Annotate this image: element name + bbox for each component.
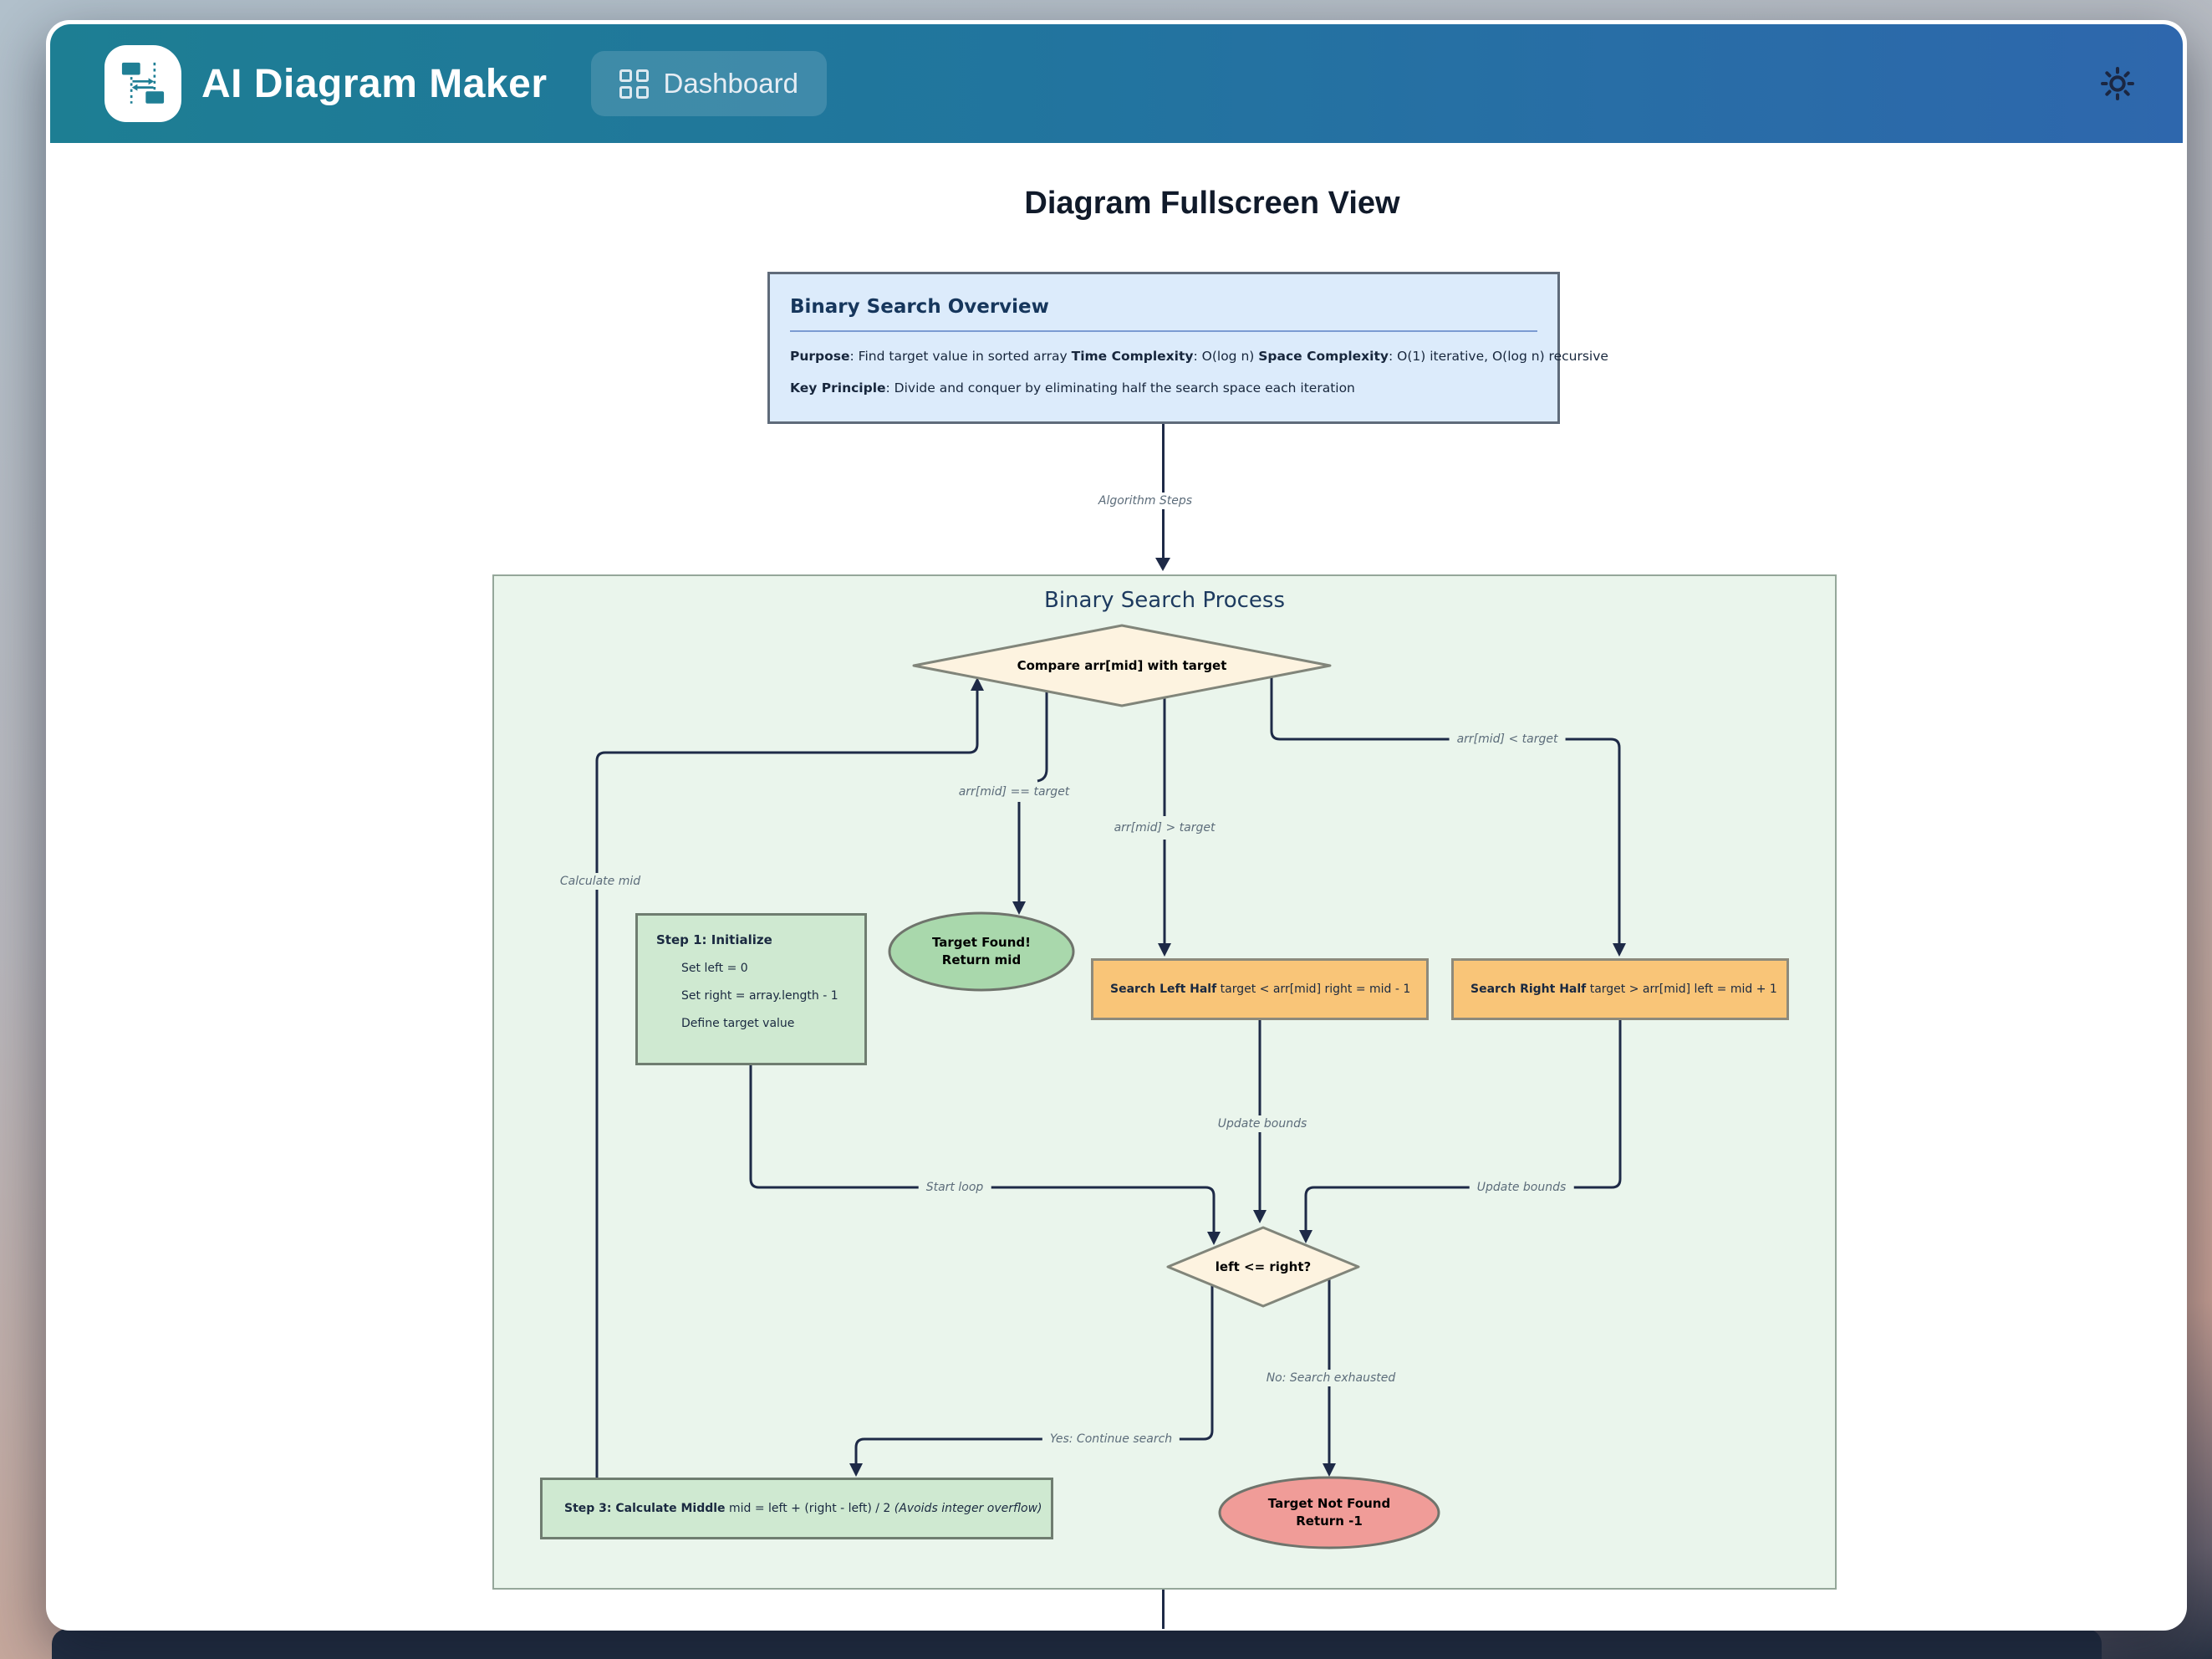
search-left-node: Search Left Half target < arr[mid] right… <box>1091 958 1429 1020</box>
overview-divider <box>790 330 1537 332</box>
step1-item-3: Define target value <box>681 1017 795 1030</box>
edge-label-eq-target: arr[mid] == target <box>951 784 1078 800</box>
arrowhead-into-search-right <box>1613 943 1626 957</box>
arrowhead-into-found <box>1012 901 1026 915</box>
dashboard-button[interactable]: Dashboard <box>590 51 827 116</box>
edge-label-lt-target: arr[mid] < target <box>1449 731 1566 748</box>
arrowhead-ub-right <box>1299 1230 1312 1243</box>
target-found-label: Target Found!Return mid <box>931 935 1032 967</box>
overview-title: Binary Search Overview <box>790 296 1049 318</box>
edge-eq-target-a <box>1037 692 1048 783</box>
arrowhead-into-compare <box>971 677 984 691</box>
edge-start-loop <box>749 1065 1216 1236</box>
arrowhead-ub-left <box>1253 1210 1267 1223</box>
edge-label-update-bounds-left: Update bounds <box>1210 1115 1315 1132</box>
grid-2x2-icon <box>619 69 649 99</box>
compare-diamond-shape <box>912 624 1332 707</box>
arrowhead-into-search-left <box>1158 943 1171 957</box>
edge-label-calculate-mid: Calculate mid <box>552 873 649 890</box>
flowchart-layer <box>595 624 1626 1549</box>
overview-node: Binary Search Overview Purpose: Find tar… <box>767 272 1608 424</box>
overview-line-1: Purpose: Find target value in sorted arr… <box>790 349 1608 364</box>
edge-process-to-next <box>1162 1590 1165 1629</box>
target-not-found-ellipse-shape <box>1218 1476 1440 1549</box>
target-found-ellipse-shape <box>888 911 1075 992</box>
arrowhead-into-notfound <box>1323 1463 1336 1477</box>
sun-icon <box>2101 67 2134 100</box>
brand-title: AI Diagram Maker <box>201 61 548 106</box>
edge-lt-target <box>1270 677 1621 949</box>
arrowhead-overview-to-process <box>1155 558 1170 571</box>
edge-label-update-bounds-right: Update bounds <box>1469 1179 1574 1196</box>
edge-label-yes-continue: Yes: Continue search <box>1042 1431 1180 1447</box>
edge-label-no-exhausted: No: Search exhausted <box>1258 1370 1404 1386</box>
search-right-node: Search Right Half target > arr[mid] left… <box>1451 958 1789 1020</box>
process-title: Binary Search Process <box>1043 588 1286 613</box>
edge-label-gt-target: arr[mid] > target <box>1106 819 1223 836</box>
page-title: Diagram Fullscreen View <box>1024 186 1400 221</box>
edge-label-start-loop: Start loop <box>918 1179 991 1196</box>
edge-update-bounds-right <box>1304 1020 1622 1234</box>
step1-title: Step 1: Initialize <box>656 932 772 947</box>
overview-line-2: Key Principle: Divide and conquer by eli… <box>790 380 1355 396</box>
theme-toggle-button[interactable] <box>2094 60 2141 107</box>
loop-check-diamond-shape <box>1166 1226 1360 1308</box>
loop-check-label: left <= right? <box>1215 1259 1312 1274</box>
edge-overview-to-process <box>1162 424 1165 559</box>
app-header: AI Diagram Maker Dashboard <box>50 24 2183 143</box>
sequence-diagram-icon <box>121 62 165 104</box>
step1-item-1: Set left = 0 <box>681 962 748 975</box>
compare-node-label: Compare arr[mid] with target <box>1017 658 1227 673</box>
step1-item-2: Set right = array.length - 1 <box>681 989 838 1003</box>
edge-yes-continue <box>854 1285 1214 1468</box>
edge-calculate-mid <box>595 690 979 1478</box>
step1-node: Step 1: Initialize Set left = 0 Set righ… <box>635 913 867 1065</box>
step3-node: Step 3: Calculate Middle mid = left + (r… <box>540 1478 1053 1539</box>
next-section-panel <box>52 1629 2102 1659</box>
dashboard-label: Dashboard <box>663 68 798 99</box>
process-subgraph: Binary Search Process <box>492 574 1837 1590</box>
arrowhead-start-loop <box>1207 1232 1221 1245</box>
edge-label-algorithm-steps: Algorithm Steps <box>1090 493 1200 509</box>
app-logo <box>104 45 181 122</box>
arrowhead-into-step3 <box>849 1463 863 1477</box>
